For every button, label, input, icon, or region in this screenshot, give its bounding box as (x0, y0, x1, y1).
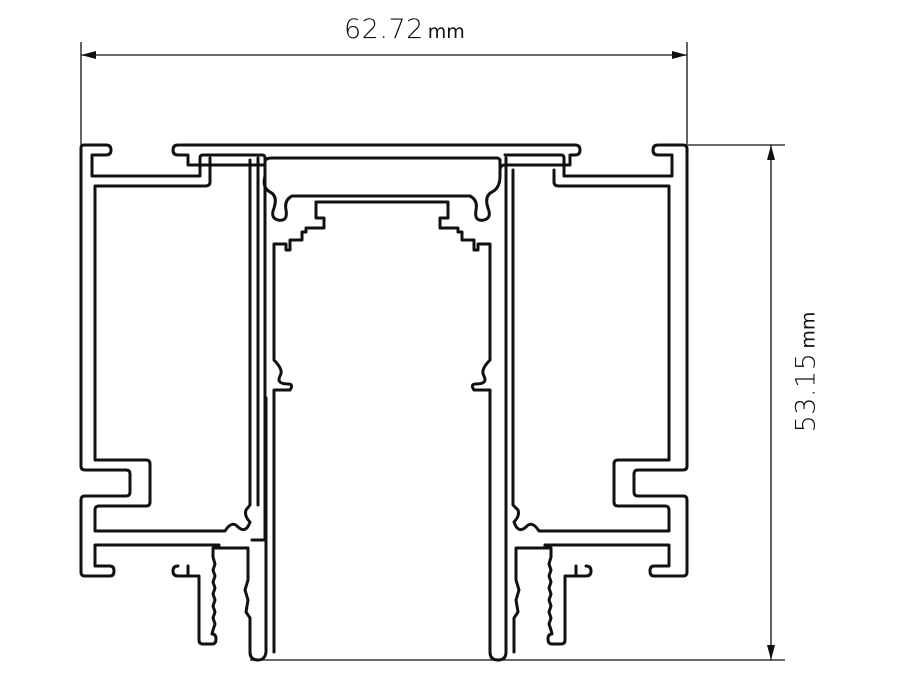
left-hook (171, 396, 268, 662)
arrow-down-icon (767, 645, 775, 660)
height-dimension (250, 144, 785, 661)
height-dimension-label: 53.15mm (790, 311, 822, 433)
width-value: 62.72 (344, 14, 424, 45)
height-value: 53.15 (790, 352, 822, 433)
left-chamber (93, 156, 252, 533)
width-unit: mm (427, 21, 465, 43)
center-slot (314, 200, 508, 662)
right-hook (512, 546, 593, 654)
arrow-up-icon (767, 145, 775, 160)
height-unit: mm (797, 311, 820, 349)
profile-outline (79, 143, 689, 662)
center-channel-outer (262, 156, 502, 222)
arrow-left-icon (81, 51, 96, 59)
left-outer-wall (79, 143, 221, 578)
right-outer-wall (543, 147, 689, 578)
width-dimension (80, 42, 688, 148)
arrow-right-icon (672, 51, 687, 59)
